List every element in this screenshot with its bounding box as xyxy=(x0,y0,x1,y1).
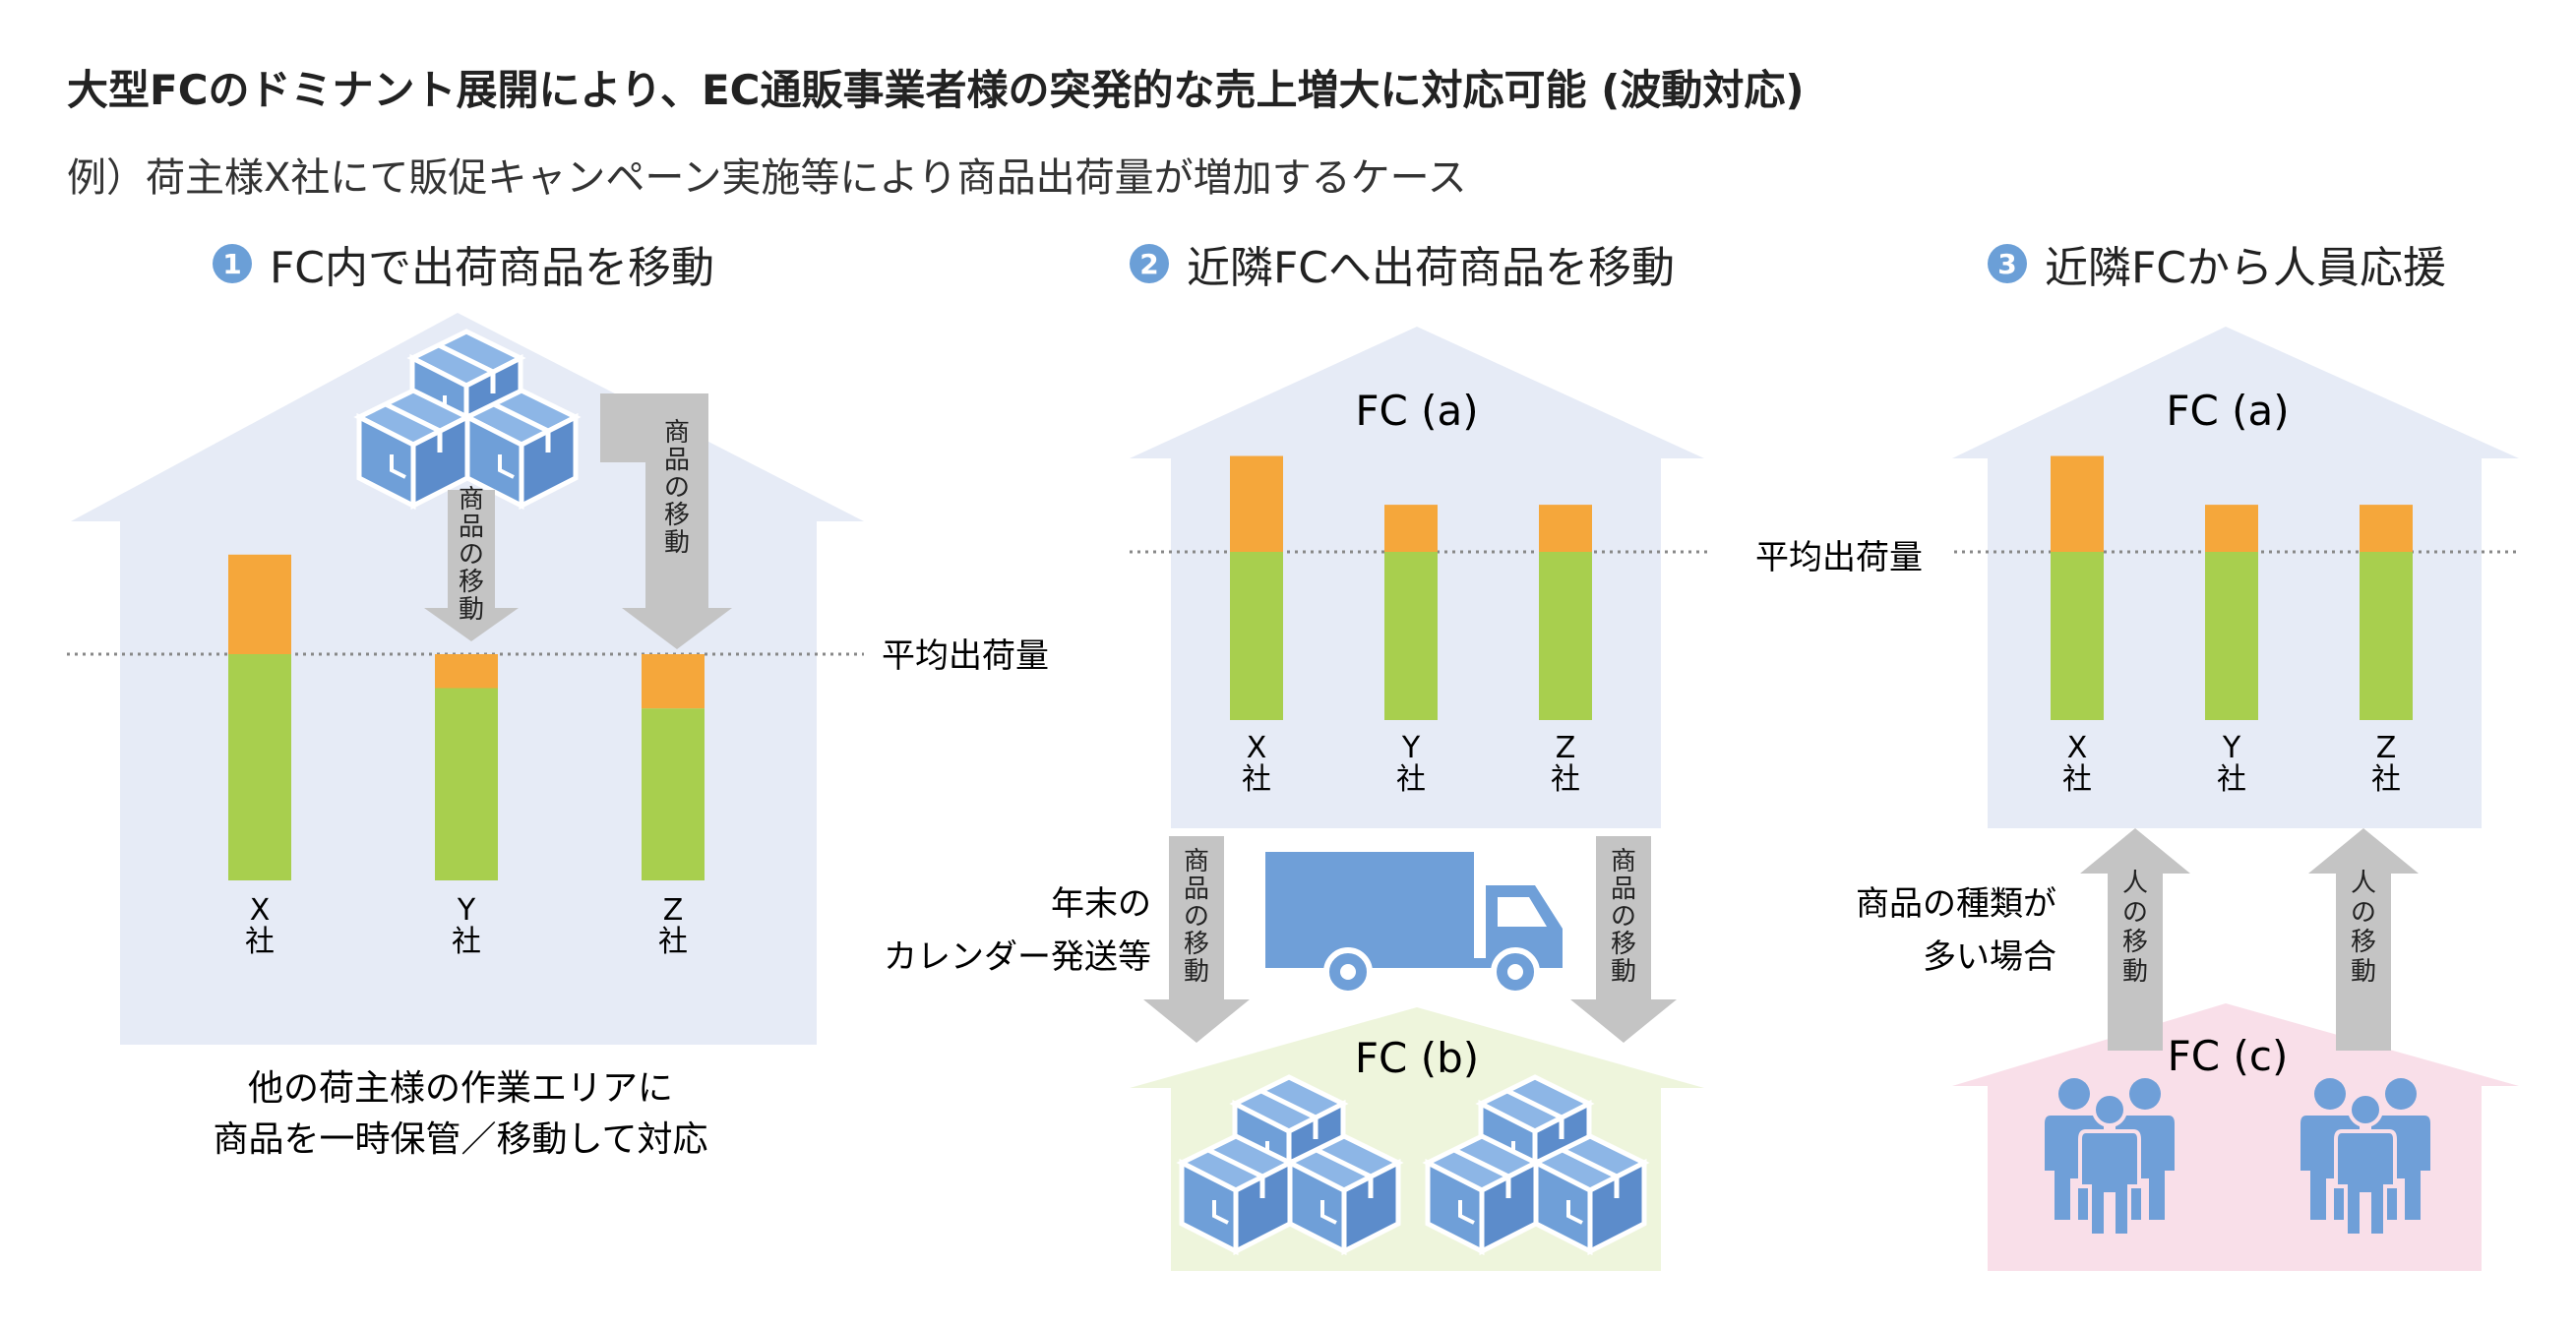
section-2-side-note-line-1: 年末の xyxy=(1051,884,1151,924)
section-1-arrow-2-label: 商品の移動 xyxy=(664,418,690,558)
bar-suffix-label-x: 社 xyxy=(2062,762,2092,797)
bar-base-z xyxy=(1539,552,1592,720)
section-1-caption-line-2: 商品を一時保管／移動して対応 xyxy=(214,1119,708,1160)
section-1-title: 1 FC内で出荷商品を移動 xyxy=(213,232,714,295)
bar-company-label-x: X xyxy=(250,893,271,928)
page-title: 大型FCのドミナント展開により、EC通販事業者様の突発的な売上増大に対応可能 (… xyxy=(67,66,1805,114)
section-2-number-badge: 2 xyxy=(1130,244,1169,283)
bar-excess-z xyxy=(642,654,705,709)
bar-suffix-label-z: 社 xyxy=(658,925,688,959)
bar-excess-x xyxy=(228,554,291,654)
bar-company-label-z: Z xyxy=(663,893,684,928)
section-1-arrow-1-label: 商品の移動 xyxy=(459,485,484,625)
section-2-title-text: 近隣FCへ出荷商品を移動 xyxy=(1187,243,1676,293)
bar-company-label-z: Z xyxy=(2376,731,2397,765)
bar-excess-y xyxy=(2205,505,2258,552)
bar-company-label-x: X xyxy=(2067,731,2088,765)
section-1-caption-line-1: 他の荷主様の作業エリアに xyxy=(248,1068,673,1109)
bar-excess-y xyxy=(435,654,498,689)
bar-base-z xyxy=(642,708,705,880)
section-2-arrow-right xyxy=(1570,836,1677,1043)
bar-base-x xyxy=(2051,552,2104,720)
bar-excess-x xyxy=(1230,455,1283,552)
bar-suffix-label-y: 社 xyxy=(452,925,481,959)
section-2-arrow-left-label: 商品の移動 xyxy=(1184,847,1209,987)
section-2-house-b-label: FC (b) xyxy=(1355,1034,1479,1082)
bar-suffix-label-x: 社 xyxy=(1242,762,1271,797)
section-3-house-a-label: FC (a) xyxy=(2166,387,2289,435)
section-2-arrow-left xyxy=(1143,836,1250,1043)
section-3-side-note-line-1: 商品の種類が xyxy=(1856,884,2056,924)
bar-base-y xyxy=(2205,552,2258,720)
section-3-arrow-right-label: 人の移動 xyxy=(2351,869,2376,987)
bar-company-label-y: Y xyxy=(457,893,476,928)
bar-excess-x xyxy=(2051,455,2104,552)
bar-base-y xyxy=(435,688,498,880)
section-1-arrow-2 xyxy=(600,393,732,649)
bar-suffix-label-z: 社 xyxy=(2371,762,2401,797)
bar-company-label-y: Y xyxy=(1401,731,1421,765)
bar-company-label-x: X xyxy=(1247,731,1267,765)
bar-suffix-label-x: 社 xyxy=(245,925,275,959)
section-3-arrow-left xyxy=(2080,828,2190,1051)
truck-icon xyxy=(1265,852,1563,996)
bar-base-z xyxy=(2360,552,2413,720)
bar-excess-z xyxy=(1539,505,1592,552)
section-1-number-badge: 1 xyxy=(213,244,252,283)
section-2-title: 2 近隣FCへ出荷商品を移動 xyxy=(1130,232,1675,295)
bar-suffix-label-y: 社 xyxy=(2217,762,2246,797)
section-3-title: 3 近隣FCから人員応援 xyxy=(1988,232,2446,295)
bar-excess-y xyxy=(1384,505,1438,552)
page-subtitle: 例）荷主様X社にて販促キャンペーン実施等により商品出荷量が増加するケース xyxy=(67,155,1467,201)
bar-base-x xyxy=(228,654,291,880)
section-3-side-note-line-2: 多い場合 xyxy=(1923,937,2056,977)
section-3-average-label: 平均出荷量 xyxy=(1755,538,1923,577)
section-2-house-a-label: FC (a) xyxy=(1355,387,1478,435)
section-3-arrow-right xyxy=(2308,828,2419,1051)
section-1-arrow-1 xyxy=(424,490,519,641)
section-3-number-badge: 3 xyxy=(1988,244,2027,283)
section-3-title-text: 近隣FCから人員応援 xyxy=(2045,243,2447,293)
bar-suffix-label-z: 社 xyxy=(1551,762,1580,797)
section-2-side-note-line-2: カレンダー発送等 xyxy=(884,937,1151,977)
bar-base-y xyxy=(1384,552,1438,720)
bar-excess-z xyxy=(2360,505,2413,552)
bar-suffix-label-y: 社 xyxy=(1396,762,1426,797)
bar-base-x xyxy=(1230,552,1283,720)
section-3-house-c-label: FC (c) xyxy=(2168,1032,2289,1080)
section-3-arrow-left-label: 人の移動 xyxy=(2122,869,2148,987)
bar-company-label-y: Y xyxy=(2222,731,2241,765)
section-1-title-text: FC内で出荷商品を移動 xyxy=(270,243,715,293)
bar-company-label-z: Z xyxy=(1556,731,1576,765)
section-1-average-label: 平均出荷量 xyxy=(882,636,1049,676)
section-2-arrow-right-label: 商品の移動 xyxy=(1611,847,1636,987)
